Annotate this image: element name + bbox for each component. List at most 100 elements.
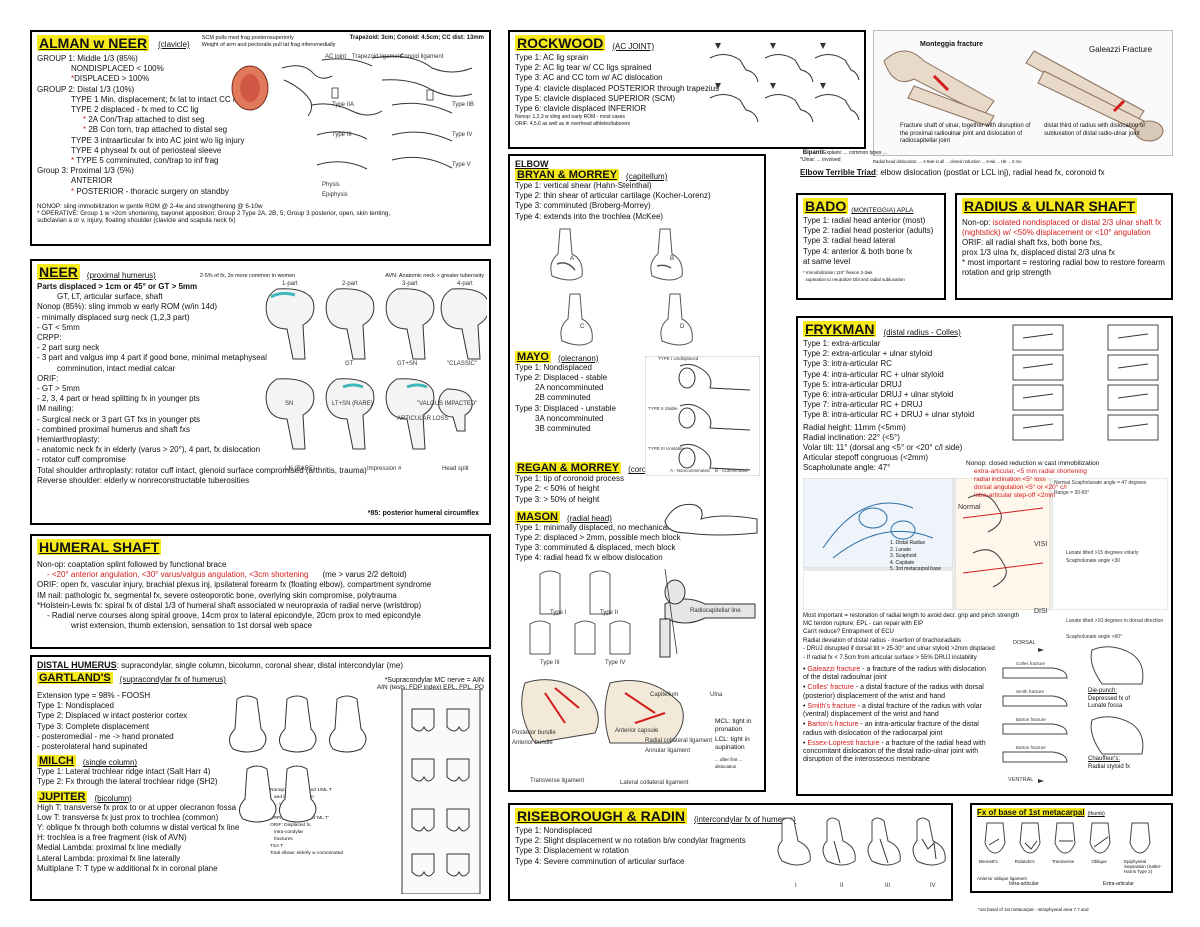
carpal-normal: Normal [958, 504, 981, 511]
milch-line: Type 2: Fx through the lateral trochlear… [37, 777, 218, 787]
mayo-title: MAYO [515, 350, 551, 363]
bado-line: Type 4: anterior & both bone fx [803, 246, 913, 256]
frykman-nonop: Nonop: closed reduction w cast immobiliz… [966, 460, 1100, 467]
fracture-name: Essex-Lopresti fracture [807, 739, 880, 747]
riseborough-title: RISEBOROUGH & RADIN [515, 808, 688, 824]
alman-fig-label-trap: Trapezoid ligament [352, 54, 403, 60]
jupiter-line: Lateral Lambda: proximal fx line lateral… [37, 853, 181, 863]
bryan-morrey-line: Type 2: thin shear of articular cartilag… [515, 191, 711, 201]
side-labels-bottom: Chauffeur's: Radial styloid fx [1088, 756, 1130, 771]
carpal-legend: 1. Distal Radius 2. Lunate 3. Scaphoid 4… [890, 540, 941, 573]
alman-line: TYPE 1 Min. displacement; fx lat to inta… [71, 94, 241, 104]
bryan-morrey-line: Type 1: vertical shear (Hahn-Steinthal) [515, 181, 652, 190]
mayo-fig-type3: TYPE III Unstable [648, 446, 684, 451]
frykman-line: Type 3: intra-articular RC [803, 359, 892, 369]
carpal-legend-5: 5. 3rd metacarpal base [890, 566, 942, 572]
humeral-line: wrist extension, thumb extension, sensat… [71, 621, 313, 631]
rockwood-line: Type 5: clavicle displaced SUPERIOR (SCM… [515, 93, 676, 103]
riseborough-line: Type 3: Displacement w rotation [515, 846, 629, 856]
mason-subtitle: (radial head) [566, 513, 612, 523]
jupiter-title: JUPITER [37, 790, 88, 803]
mayo-line: Type 1: Nondisplaced [515, 362, 592, 372]
radulna-title: RADIUS & ULNAR SHAFT [962, 198, 1138, 214]
mayo-line: 2A noncomminuted [535, 383, 604, 393]
riseborough-line: Type 4: Severe comminution of articular … [515, 856, 685, 866]
fracture-description: - an intra-articular fracture of the dis… [803, 721, 979, 737]
frykman-important-line: - DRUJ disrupted if dorsal tilt > 25-30°… [803, 646, 995, 653]
radial-head-figure [529, 568, 756, 658]
neer-line: - anatomic neck fx in elderly (varus > 2… [37, 445, 261, 455]
gartland-note2: AIN (tests: FDP index) EPL, FPL, PQ [376, 684, 484, 691]
carpal-visi-2: Scapholunate angle <30 [1066, 558, 1121, 564]
neer-line: Reverse shoulder: elderly w nonreconstru… [37, 475, 250, 485]
alman-fig-label-2a: Type IIA [332, 102, 355, 108]
wrist-side-figure [1090, 646, 1144, 755]
milch-title: MILCH [37, 755, 76, 768]
regan-morrey-line: Type 3: > 50% of height [515, 494, 600, 504]
side-labels-top: Die-punch: Depressed fx of Lunate fossa [1088, 688, 1130, 711]
bado-title: BADO [803, 198, 849, 214]
side-label-radial-styloid: Radial styloid fx [1088, 763, 1131, 770]
frykman-important-line: Can't reduce? Entrapment of ECU [803, 629, 894, 636]
frykman-nonop-criteria: extra-articular, <5 mm radial shortening… [966, 468, 1171, 500]
milch-line: Type 1: Lateral trochlear ridge intact (… [37, 767, 211, 777]
bm-fig-b: B [670, 256, 675, 262]
bm-fig-a: A [570, 256, 575, 262]
side-label-die-punch: Die-punch: [1088, 688, 1118, 694]
neer-footnote: *85: posterior humeral circumflex [367, 510, 479, 517]
frykman-subtitle: (distal radius - Colles) [883, 328, 961, 337]
humeral-line: *Holstein-Lewis fx: spiral fx of distal … [37, 600, 422, 610]
distal-heading-rest: : supracondylar, single column, bicolumn… [116, 661, 404, 670]
side-label-lunate: Lunate fossa [1088, 703, 1123, 709]
jupiter-line: High T: transverse fx prox to or at uppe… [37, 802, 237, 812]
riseborough-section: RISEBOROUGH & RADIN (intercondylar fx of… [508, 803, 953, 901]
alman-fig-label-ac: AC joint [325, 54, 347, 60]
metacarpal-figure [984, 822, 1151, 854]
fracture-description: - a fracture of the radius with dislocat… [803, 666, 986, 682]
riseborough-line: Type 2: Slight displacement w no rotatio… [515, 836, 746, 846]
humeral-line: IM nail: pathologic fx, segmental fx, se… [37, 590, 397, 600]
neer-fig-4part: 4-part [457, 281, 473, 287]
fracture-list-item: • Barton's fracture - an intra-articular… [803, 721, 979, 737]
lig-annular: Annular ligament [645, 748, 691, 754]
capitellum-figure [550, 228, 693, 346]
humeral-line: - Radial nerve courses along spiral groo… [47, 611, 421, 621]
frykman-line: Type 7: intra-articular RC + DRUJ [803, 400, 923, 410]
jupiter-line: Medial Lambda: proximal fx line medially [37, 843, 182, 853]
mason-line: Type 2: displaced > 2mm, possible mech b… [515, 533, 681, 543]
mason-title: MASON [515, 510, 560, 523]
neer-fig-3part: 3-part [402, 281, 418, 287]
side-label-chauffeur: Chauffeur's: [1088, 756, 1121, 762]
distal-humerus-figure [229, 689, 481, 894]
elbow-heading: ELBOW [515, 159, 549, 169]
neer-line: - 2 part surg neck [37, 343, 100, 353]
fracture-description: - a distal fracture of the radius with d… [803, 684, 984, 700]
bado-subtitle: (MONTEGGIA) APLA [851, 207, 914, 214]
fracture-list-item: • Galeazzi fracture - a fracture of the … [803, 666, 986, 682]
terrible-rest: : elbow dislocation (postlat or LCL inj)… [875, 168, 1105, 177]
neer-line: ORIF: [37, 373, 59, 383]
frykman-measure: Scapholunate angle: 47° [803, 463, 891, 473]
rise-fig-1: I [795, 883, 797, 889]
frykman-nonop-criterion: intra-articular step-off <2mm [974, 492, 1056, 499]
carpal-alignment-figure [803, 477, 1168, 610]
bm-fig-d: D [680, 324, 685, 330]
alman-lines: GROUP 1: Middle 1/3 (85%)NONDISPLACED < … [37, 54, 277, 197]
metacarpal-labels: Bennett's Rolando's Transverse Oblique E… [977, 859, 1166, 874]
distal-heading: DISTAL HUMERUS [37, 660, 117, 670]
fracture-name: Smith's fracture [807, 702, 856, 710]
elbow-section: ELBOW BRYAN & MORREY (capitellum) Type 1… [508, 154, 766, 792]
neer-line: - GT > 5mm [37, 384, 80, 394]
lig-note-3: ... after first ... dislocation [715, 757, 743, 769]
xray-ventral: VENTRAL [1008, 777, 1034, 783]
frykman-section: FRYKMAN (distal radius - Colles) Type 1:… [796, 316, 1173, 796]
riseborough-subtitle: (intercondylar fx of humerus) [694, 815, 796, 824]
carpal-disi-2: Scapholunate angle >60° [1066, 634, 1123, 640]
neer-line: IM nailing: [37, 404, 74, 414]
lig-note-lcl: LCL: tight in supination [715, 736, 750, 751]
mayo-fig-type1: TYPE I Undisplaced [658, 356, 699, 361]
frykman-important: Most important = restoration of radial l… [803, 612, 1166, 662]
neer-line: - combined proximal humerus and shaft fx… [37, 424, 190, 434]
alman-line: *DISPLACED > 100% [71, 74, 150, 84]
